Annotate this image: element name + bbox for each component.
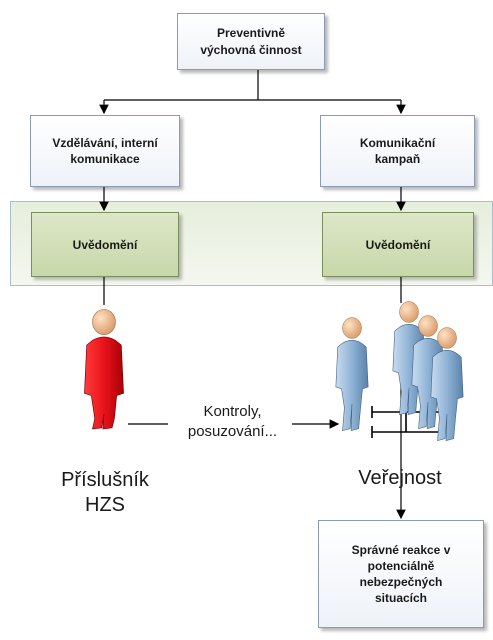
left-node: Vzdělávání, interní komunikace [30,115,180,187]
public-label: Veřejnost [330,466,470,491]
public-figure-4 [430,327,464,441]
top-node: Preventivně výchovná činnost [177,13,325,70]
top-node-label: Preventivně výchovná činnost [200,26,302,57]
awareness-left-label: Uvědomění [72,237,138,252]
awareness-right-label: Uvědomění [365,237,431,252]
public-figure-1 [335,317,369,431]
member-label-line1: Příslušník [61,469,149,491]
checks-label: Kontroly, posuzování... [160,402,305,441]
result-node: Správné reakce v potenciálně nebezpečnýc… [318,520,484,628]
checks-label-line2: posuzování... [187,422,278,440]
awareness-left-node: Uvědomění [31,212,179,277]
left-node-label: Vzdělávání, interní komunikace [52,135,158,166]
right-node-label: Komunikační kampaň [359,135,436,166]
checks-label-line1: Kontroly, [203,403,262,420]
member-label-line2: HZS [85,494,125,516]
result-node-label: Správné reakce v potenciálně nebezpečnýc… [351,542,451,606]
awareness-right-node: Uvědomění [322,212,474,277]
public-label-text: Veřejnost [358,467,442,489]
member-figure [84,309,124,430]
right-node: Komunikační kampaň [320,115,475,187]
member-label: Příslušník HZS [30,468,180,518]
